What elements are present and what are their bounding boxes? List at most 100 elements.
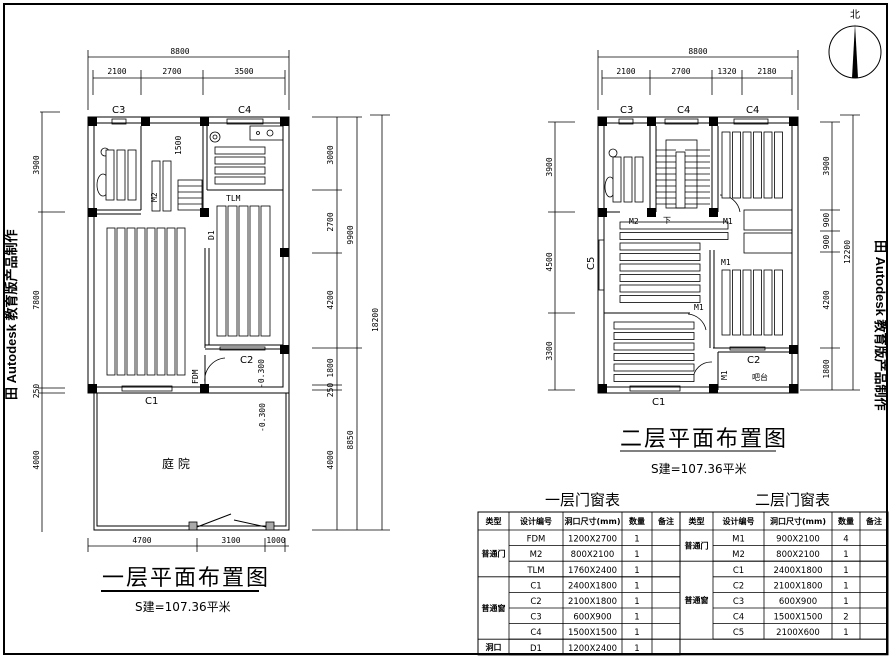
opening-label-d1: D1 [207, 230, 216, 240]
table-header: 类型 [486, 516, 502, 526]
window-label-c1: C1 [145, 396, 158, 407]
table-header: 类型 [689, 516, 705, 526]
table-furniture [619, 232, 729, 240]
table-cell: C1 [530, 581, 541, 591]
table-furniture [116, 227, 126, 376]
drawing-frame [3, 3, 888, 655]
dim-segment: 4000 [326, 450, 335, 469]
dim-total-depth: 18200 [371, 308, 380, 332]
columns [88, 117, 289, 393]
door-label-m1: M1 [694, 303, 704, 312]
table-furniture [732, 131, 741, 199]
dim-segment: 2100 [107, 67, 126, 76]
table-cell: C1 [733, 566, 744, 576]
table-furniture [742, 269, 752, 336]
table-furniture [619, 263, 701, 272]
table-cell: 800X2100 [776, 550, 820, 560]
table-furniture [105, 149, 115, 201]
table-cell: 1200X2400 [568, 644, 617, 654]
table-furniture [249, 205, 260, 337]
door-label-m2: M2 [150, 192, 159, 202]
table-furniture [151, 160, 161, 212]
window-label-c2: C2 [747, 355, 760, 366]
room-label-courtyard: 庭 院 [162, 456, 190, 471]
table-furniture [227, 205, 238, 337]
table-cell: D1 [530, 644, 542, 654]
table-cell: TLM [526, 566, 544, 576]
table-furniture [742, 131, 752, 199]
table-cell: 2100X600 [776, 628, 820, 638]
plan-title: 一层平面布置图 [102, 566, 270, 591]
table-furniture [162, 160, 172, 212]
dim-subtotal: 8850 [346, 430, 355, 449]
stair-down-label: 下 [663, 216, 671, 225]
dim-subtotal: 9900 [346, 225, 355, 244]
table-header: 备注 [657, 516, 674, 526]
table-furniture [214, 156, 266, 165]
storage-boxes [743, 209, 793, 254]
table-furniture [774, 131, 783, 199]
dim-segment: 900 [822, 235, 831, 250]
dim-segment: 2180 [757, 67, 776, 76]
table-furniture [613, 332, 695, 340]
north-label: 北 [850, 9, 860, 21]
table-furniture [612, 156, 622, 203]
table-furniture [260, 205, 271, 337]
room-label-bar: 吧台 [752, 372, 768, 382]
dim-segment: 7800 [32, 290, 41, 309]
table-type-cell: 普通窗 [685, 595, 709, 605]
table-cell: 1 [634, 597, 639, 607]
table-cell: 2400X1800 [773, 566, 822, 576]
table-furniture [238, 205, 249, 337]
table-cell: 1200X2700 [568, 535, 617, 545]
dim-segment: 3900 [32, 155, 41, 174]
table-furniture [619, 221, 729, 230]
table-furniture [613, 363, 695, 372]
table-furniture [623, 156, 633, 203]
north-arrow-icon: 北 [828, 9, 882, 79]
table-cell: M1 [732, 535, 745, 545]
door-label-m1: M1 [723, 217, 733, 226]
dim-segment: 3100 [221, 536, 240, 545]
table-cell: 1 [634, 535, 639, 545]
table-furniture [127, 149, 137, 201]
dim-segment: 1800 [822, 359, 831, 378]
second-floor-plan: 8800 2100 2700 1320 2180 3900 4500 3300 … [545, 47, 860, 476]
window-label-c4: C4 [746, 105, 759, 116]
table-cell: 1 [634, 644, 639, 654]
table-header: 洞口尺寸(mm) [565, 516, 621, 526]
table-type-cell: 普通窗 [482, 603, 506, 613]
table-cell: C5 [733, 628, 744, 638]
table-cell: C2 [530, 597, 541, 607]
dim-segment: 900 [822, 213, 831, 228]
dim-segment: 2100 [616, 67, 635, 76]
table-cell: 800X2100 [571, 550, 615, 560]
table-furniture [619, 284, 701, 293]
table-furniture [753, 131, 762, 199]
table-furniture [634, 156, 644, 203]
table-furniture [176, 227, 186, 376]
table-furniture [214, 176, 266, 185]
table-cell: C3 [733, 597, 744, 607]
dim-segment: 1320 [717, 67, 736, 76]
table-cell: 1 [843, 581, 848, 591]
table-cell: 2100X1800 [568, 597, 617, 607]
dim-segment: 3000 [326, 145, 335, 164]
table-cell: C2 [733, 581, 744, 591]
table-furniture [732, 269, 741, 336]
table-cell: 1 [634, 550, 639, 560]
table-furniture [216, 205, 227, 337]
table-cell: M2 [530, 550, 543, 560]
furniture-group [105, 146, 271, 376]
table-furniture [619, 242, 701, 251]
table-cell: 1 [634, 581, 639, 591]
table-furniture [613, 321, 695, 330]
window-label-c5: C5 [586, 257, 597, 270]
table-furniture [136, 227, 146, 376]
plan-title: 二层平面布置图 [620, 427, 788, 452]
table-type-cell: 普通门 [482, 548, 506, 558]
window-label-c3: C3 [112, 105, 125, 116]
dim-total-width: 8800 [170, 47, 189, 56]
dim-segment: 4500 [545, 252, 554, 271]
